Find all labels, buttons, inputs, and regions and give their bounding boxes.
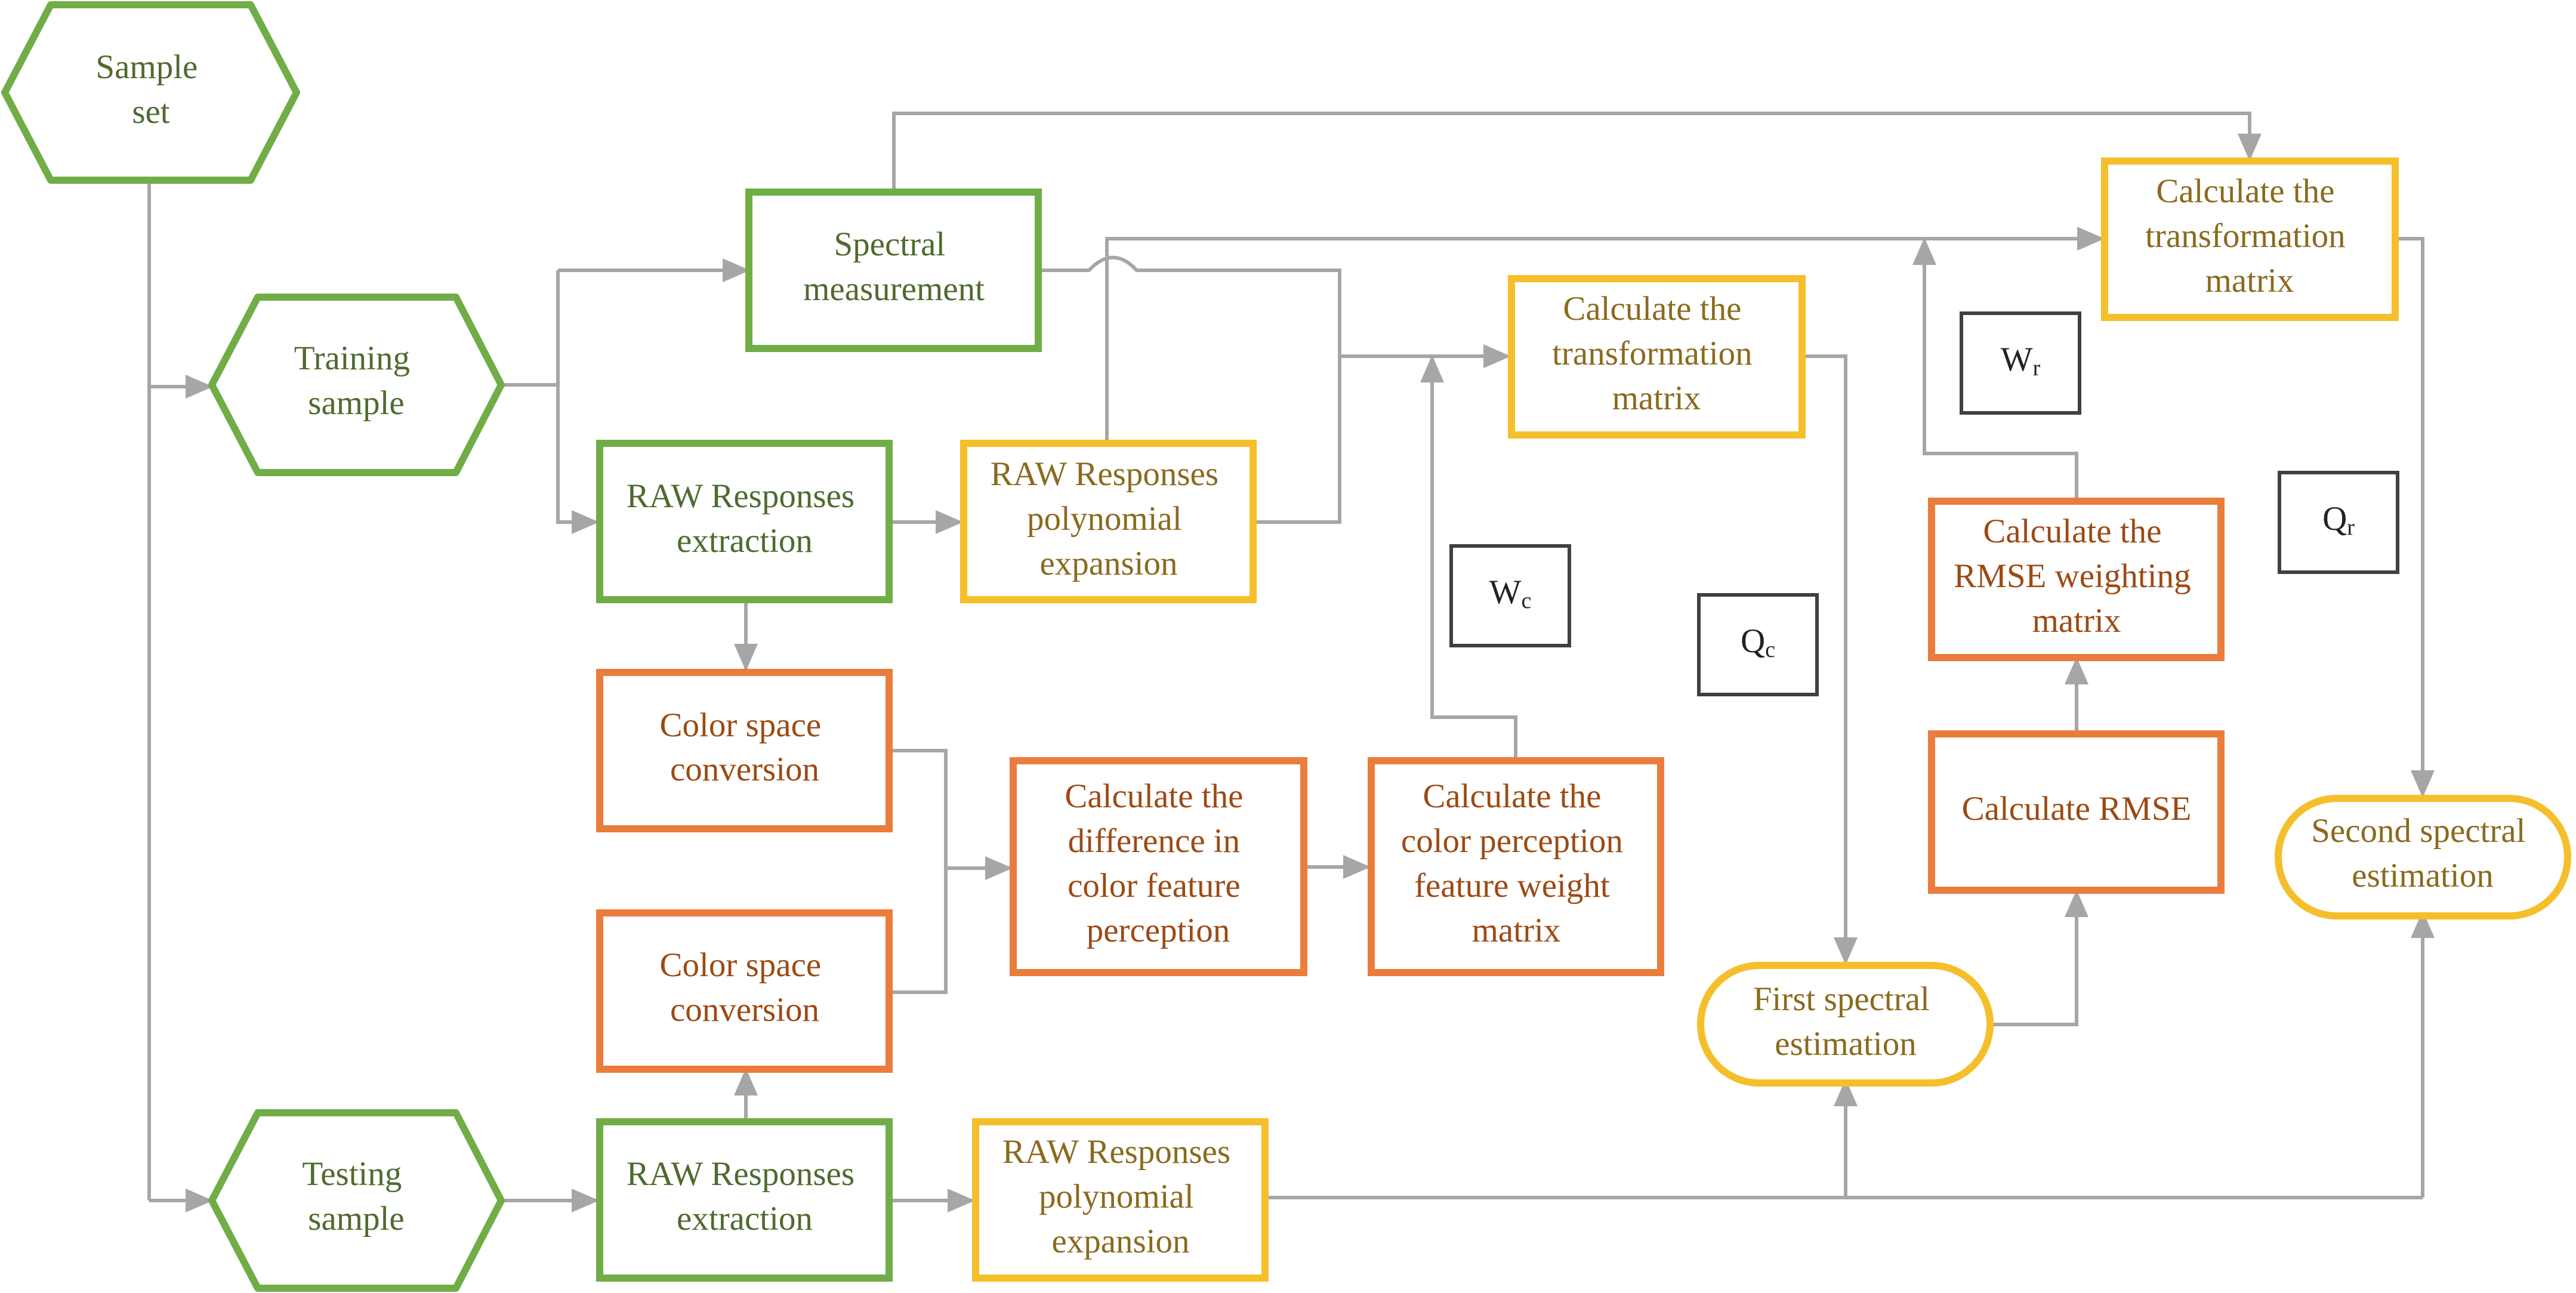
node-raw-poly-train: RAW Responses polynomial expansion [960, 440, 1257, 603]
node-first-estimation: First spectral estimation [1697, 962, 1994, 1087]
node-calc-diff: Calculate the difference in color featur… [1010, 757, 1307, 976]
symbol-wr: Wr [1960, 311, 2081, 415]
edge-transform2-to-second-est [2396, 237, 2435, 798]
edge-raw-poly-to-transform2 [1105, 227, 2105, 442]
edge-colorconv1-to-diff [889, 749, 948, 994]
edge-training-out [501, 270, 560, 387]
edge-transform1-to-first-est [1802, 354, 1858, 965]
node-calc-diff-label: Calculate the difference in color featur… [1065, 777, 1251, 949]
node-calc-rmse-weight-label: Calculate the RMSE weighting matrix [1954, 513, 2199, 640]
edge-first-est-to-rmse [1990, 890, 2088, 1026]
node-raw-extract-test-label: RAW Responses extraction [627, 1155, 863, 1238]
node-calc-rmse: Calculate RMSE [1928, 730, 2225, 894]
symbol-qr-label: Qr [2322, 500, 2355, 540]
edge-training-to-raw-extract [556, 385, 599, 534]
node-calc-transform-1: Calculate the transformation matrix [1508, 275, 1806, 439]
node-training-sample-label: Training sample [294, 340, 419, 422]
node-color-conv-1: Color space conversion [596, 669, 893, 832]
node-calc-transform-1-label: Calculate the transformation matrix [1552, 290, 1761, 417]
node-color-conv-2: Color space conversion [596, 909, 893, 1073]
symbol-qc-label: Qc [1741, 622, 1775, 662]
node-testing-sample-label: Testing sample [302, 1155, 410, 1238]
node-sample-set-label: Sample set [95, 48, 206, 131]
node-calc-transform-2: Calculate the transformation matrix [2101, 158, 2399, 321]
symbol-wc: Wc [1449, 544, 1571, 647]
node-calc-transform-2-label: Calculate the transformation matrix [2145, 172, 2354, 300]
node-raw-poly-test-label: RAW Responses polynomial expansion [1002, 1133, 1239, 1260]
connectors [147, 112, 2435, 1212]
node-calc-rmse-label: Calculate RMSE [1962, 790, 2192, 828]
symbol-qc: Qc [1697, 593, 1819, 696]
node-color-conv-1-label: Color space conversion [660, 706, 830, 788]
node-raw-poly-train-label: RAW Responses polynomial expansion [991, 455, 1227, 582]
symbol-wr-label: Wr [2001, 341, 2041, 381]
node-raw-extract-test: RAW Responses extraction [596, 1118, 893, 1282]
node-spectral-measurement-label: Spectral measurement [803, 226, 985, 308]
node-calc-weight-label: Calculate the color perception feature w… [1401, 777, 1631, 949]
edge-raw-poly-to-transform1 [1253, 344, 1511, 524]
node-raw-poly-test: RAW Responses polynomial expansion [972, 1118, 1269, 1282]
edge-spectral-right [1039, 255, 1341, 356]
node-spectral-measurement: Spectral measurement [745, 189, 1042, 352]
node-training-sample: Training sample [208, 294, 505, 476]
edge-rmse-weight-to-transform2 [1912, 237, 2078, 500]
symbol-qr: Qr [2278, 471, 2399, 574]
node-raw-extract-train: RAW Responses extraction [596, 440, 893, 603]
node-testing-sample: Testing sample [208, 1109, 505, 1292]
node-second-estimation-label: Second spectral estimation [2311, 812, 2534, 894]
symbol-wc-label: Wc [1489, 573, 1532, 613]
node-color-conv-2-label: Color space conversion [660, 946, 830, 1029]
node-calc-rmse-weight: Calculate the RMSE weighting matrix [1928, 498, 2225, 661]
edge-spectral-to-transform2 [892, 112, 2262, 191]
node-second-estimation: Second spectral estimation [2275, 795, 2571, 919]
node-first-estimation-label: First spectral estimation [1753, 980, 1938, 1063]
node-raw-extract-train-label: RAW Responses extraction [627, 477, 863, 560]
edge-weight-to-transform1 [1420, 355, 1517, 760]
node-sample-set: Sample set [1, 1, 300, 184]
node-calc-weight: Calculate the color perception feature w… [1368, 757, 1664, 976]
